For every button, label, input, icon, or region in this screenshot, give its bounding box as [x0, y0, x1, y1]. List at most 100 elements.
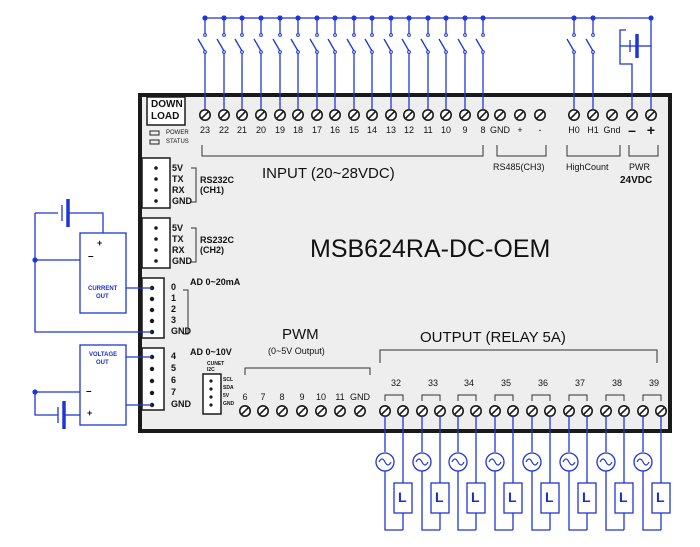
rs485-terminal-1	[513, 109, 526, 122]
input-terminal-label: 19	[274, 125, 285, 135]
input-terminal-label: 13	[385, 125, 396, 135]
pwm-terminal-label: GND	[350, 392, 370, 402]
output-terminal-label: 33	[427, 378, 438, 388]
input-terminal-20	[255, 109, 268, 122]
input-terminal-label: 17	[311, 125, 322, 135]
pwm-terminal-9	[295, 404, 308, 417]
rs232-ch1-pin-label: TX	[172, 174, 184, 184]
pwm-terminal-label: 7	[260, 392, 266, 402]
ad-voltage-pin-label: 6	[171, 375, 177, 385]
ad-voltage-pin-label: 4	[171, 351, 177, 361]
cunet-connector	[202, 373, 222, 415]
output-terminal-34-a	[451, 404, 464, 417]
load-icon	[430, 482, 450, 514]
cunet-pin-label: GND	[223, 401, 235, 407]
rs485-label: RS485(CH3)	[493, 162, 545, 172]
input-terminal-label: 20	[255, 125, 266, 135]
pwm-terminal-GND	[353, 404, 366, 417]
ac-source-icon	[448, 452, 468, 472]
rs485-terminal-2	[533, 109, 546, 122]
input-terminal-19	[273, 109, 286, 122]
input-terminal-label: 16	[329, 125, 340, 135]
rs232-ch2-pin-label: GND	[172, 256, 192, 266]
ad-current-pin-label: 1	[171, 293, 177, 303]
rs232-ch2-pin-label: TX	[172, 234, 184, 244]
ac-source-icon	[485, 452, 505, 472]
pwm-terminal-11	[333, 404, 346, 417]
status-led	[149, 139, 160, 145]
input-terminal-label: 22	[218, 125, 229, 135]
output-terminal-39-a	[636, 404, 649, 417]
ad-current-pin-label: GND	[171, 326, 191, 336]
rs232-ch2-pin-label: RX	[172, 245, 185, 255]
load-icon	[614, 482, 634, 514]
highcount-label: HighCount	[566, 162, 609, 172]
output-terminal-32-a	[378, 404, 391, 417]
highcount-terminal-label: H0	[568, 125, 580, 135]
output-terminal-35-b	[506, 404, 519, 417]
output-terminal-34-b	[469, 404, 482, 417]
input-terminal-label: 8	[480, 125, 486, 135]
rs232-ch1-pins	[154, 166, 158, 203]
power-led-label: POWER	[166, 130, 189, 136]
load-label: L	[398, 489, 407, 505]
highcount-terminal-Gnd	[605, 109, 618, 122]
ad-voltage-connector	[141, 347, 165, 411]
rs232-ch1-pin-label: 5V	[172, 163, 184, 173]
output-title: OUTPUT (RELAY 5A)	[420, 329, 566, 346]
cunet-pin-label: 5V	[223, 393, 230, 399]
controller-board	[138, 93, 672, 433]
ac-source-icon	[596, 452, 616, 472]
ad-current-pin-label: 2	[171, 304, 177, 314]
input-terminal-23	[199, 109, 212, 122]
pwm-terminal-label: 9	[299, 392, 305, 402]
load-label: L	[508, 489, 517, 505]
rs232-ch1-name: RS232C	[200, 175, 235, 185]
output-terminal-label: 38	[611, 378, 622, 388]
highcount-terminal-H1	[586, 109, 599, 122]
input-terminal-21	[236, 109, 249, 122]
current-out-label-2: OUT	[96, 294, 109, 300]
input-title: INPUT (20~28VDC)	[262, 165, 395, 182]
load-label: L	[471, 489, 480, 505]
output-terminal-label: 39	[648, 378, 659, 388]
rs232-ch1-pin-label: RX	[172, 185, 185, 195]
load-icon	[577, 482, 597, 514]
ac-source-icon	[522, 452, 542, 472]
output-terminal-36-b	[543, 404, 556, 417]
output-terminal-label: 37	[574, 378, 585, 388]
current-out-plus: +	[97, 238, 103, 248]
voltage-out-label-1: VOLTAGE	[89, 352, 118, 358]
ac-source-icon	[375, 452, 395, 472]
output-terminal-33-b	[433, 404, 446, 417]
load-label: L	[619, 489, 628, 505]
output-terminal-37-a	[562, 404, 575, 417]
voltage-out-label-2: OUT	[96, 360, 109, 366]
highcount-terminal-label: H1	[587, 125, 599, 135]
load-label: L	[545, 489, 554, 505]
input-terminal-12	[402, 109, 415, 122]
input-terminal-label: 11	[423, 125, 433, 135]
current-out-minus: –	[88, 251, 94, 262]
load-icon	[503, 482, 523, 514]
rs485-terminal-0	[493, 109, 506, 122]
download-label-2: LOAD	[151, 111, 180, 122]
pwm-terminal-label: 10	[315, 392, 326, 402]
pwr-terminal-label: +	[646, 122, 656, 138]
output-terminal-38-b	[617, 404, 630, 417]
input-terminal-9	[458, 109, 471, 122]
input-terminal-label: 12	[403, 125, 414, 135]
ac-source-icon	[633, 452, 653, 472]
pwm-terminal-label: 6	[242, 392, 248, 402]
rs485-terminal-label: -	[538, 125, 542, 135]
ad-current-connector	[141, 277, 165, 339]
download-label-1: DOWN	[151, 99, 183, 110]
voltage-out-plus: +	[87, 408, 93, 418]
pwr-terminal-label: –	[628, 122, 636, 138]
power-led	[149, 130, 160, 136]
ad-voltage-pin-label: GND	[171, 399, 191, 409]
load-icon	[466, 482, 486, 514]
input-terminal-8	[476, 109, 489, 122]
output-terminal-37-b	[580, 404, 593, 417]
